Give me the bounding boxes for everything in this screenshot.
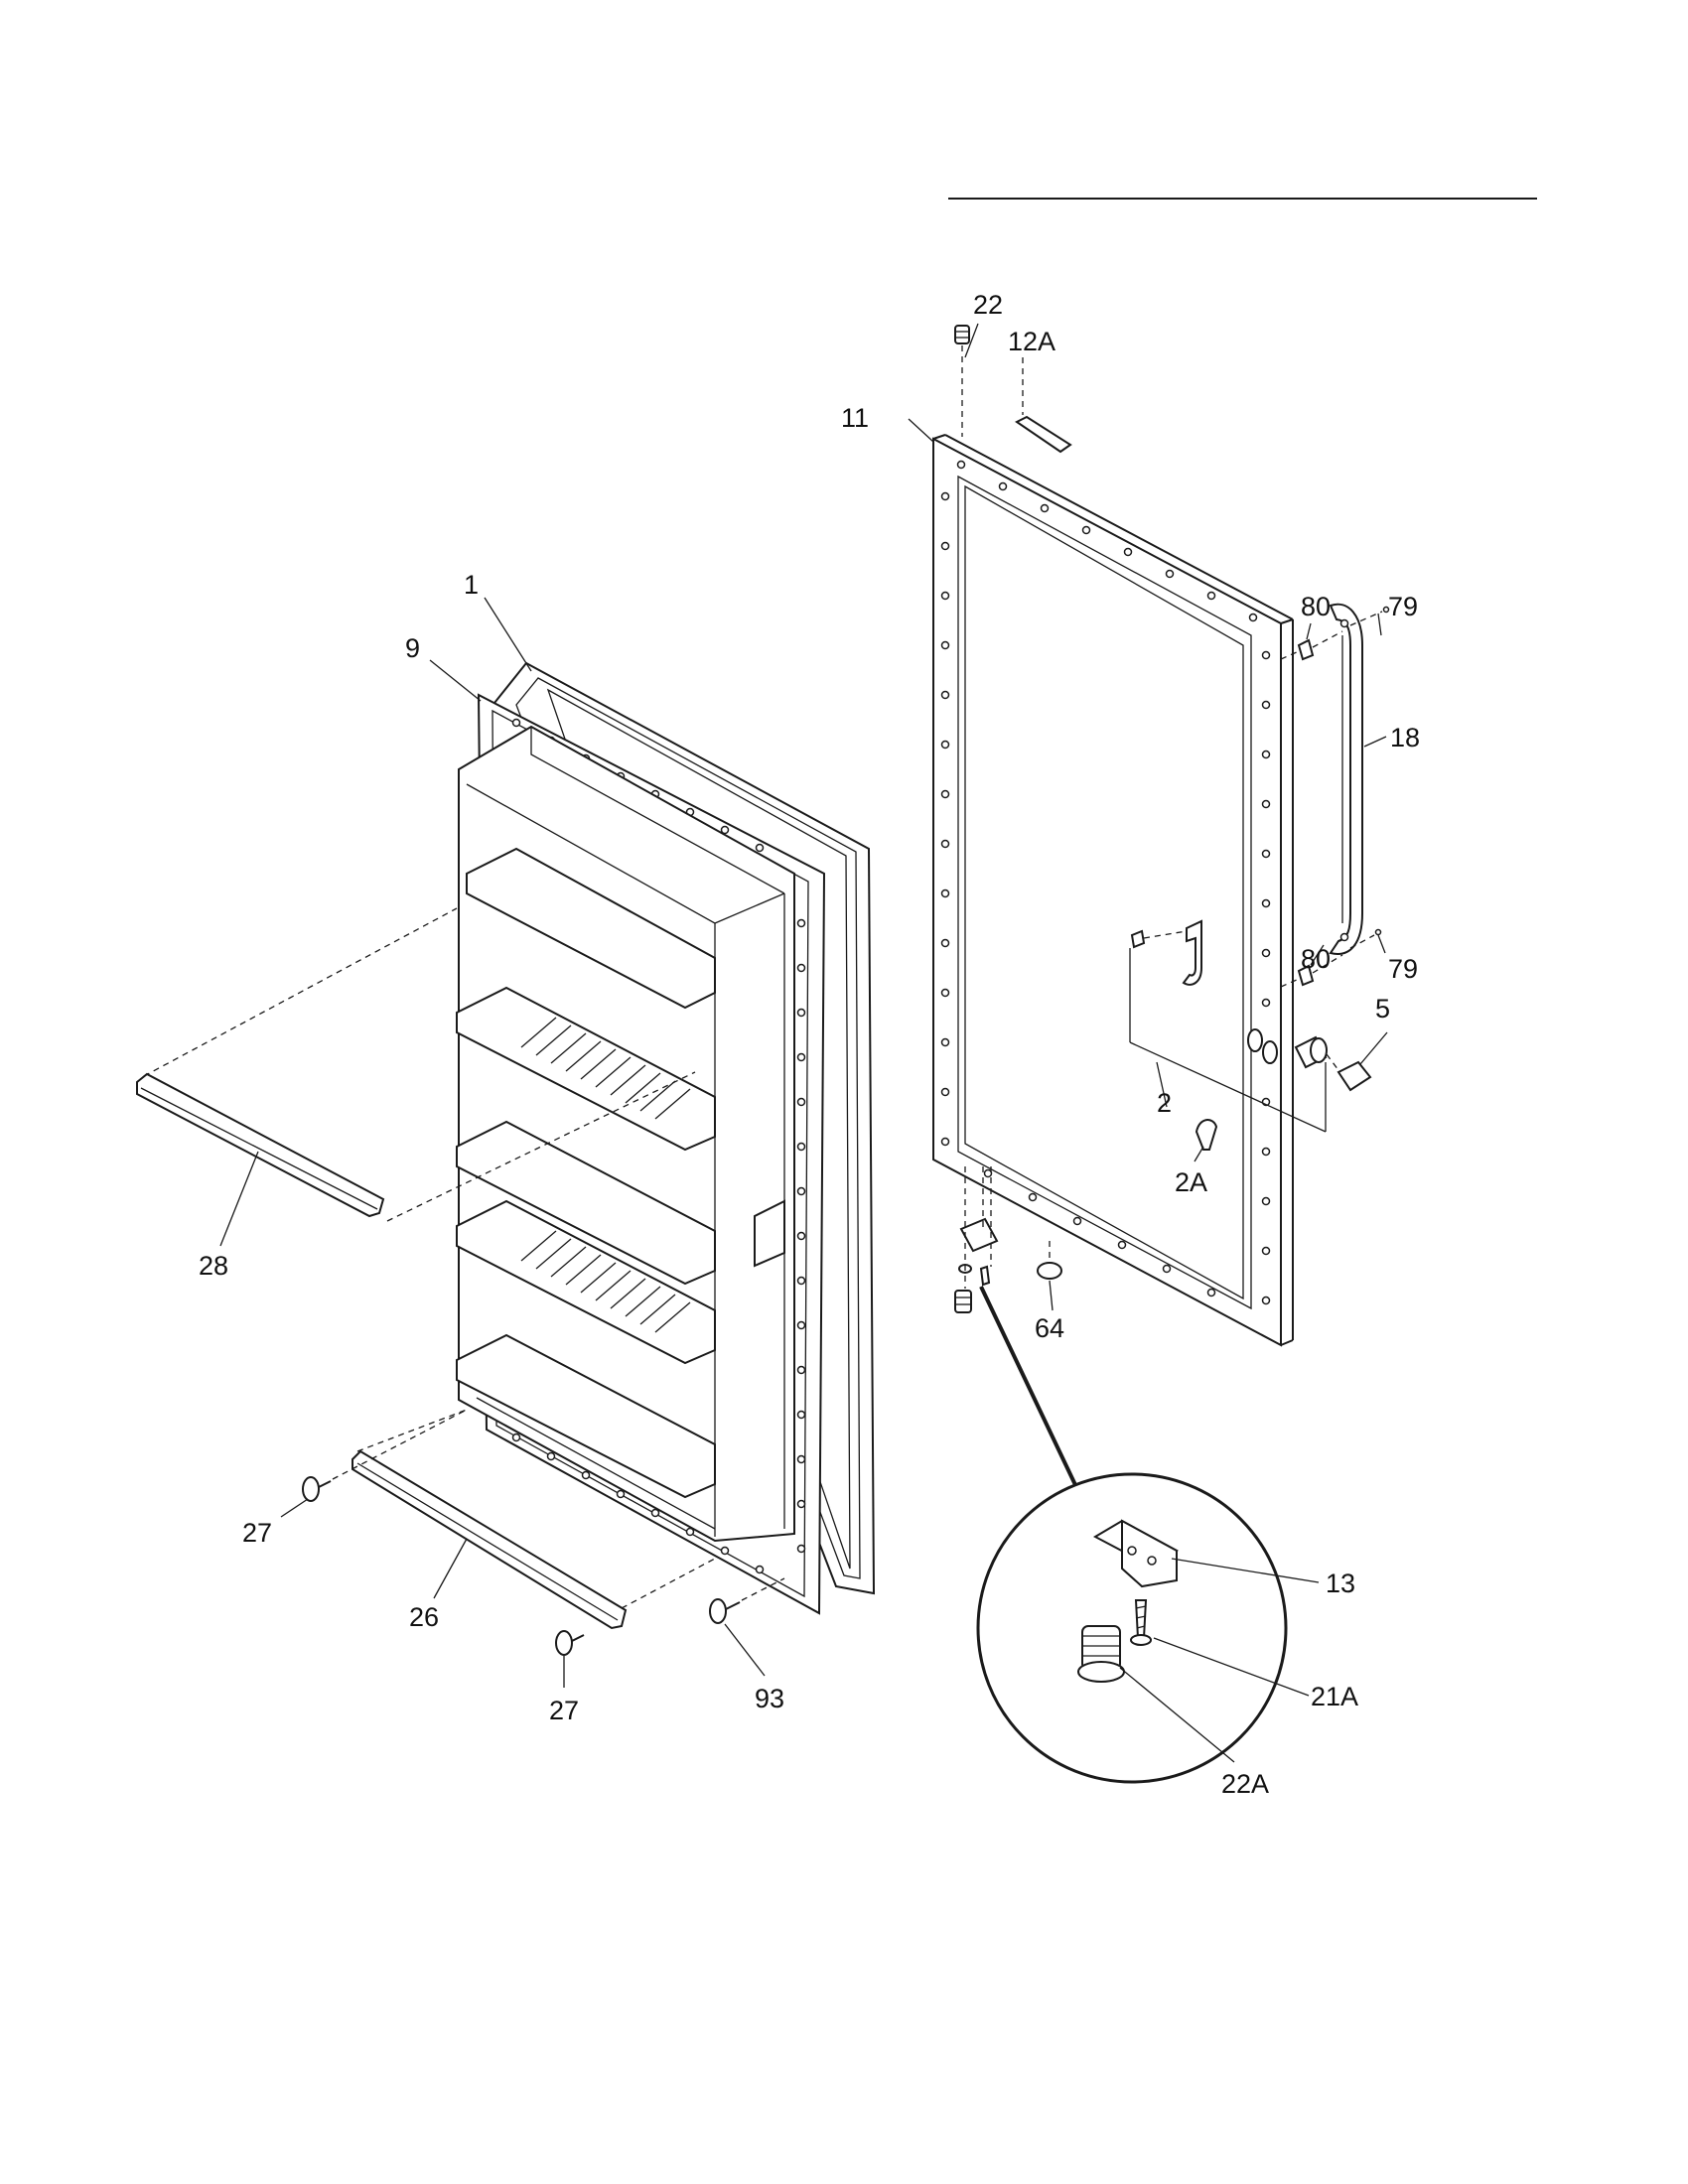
screw-80a (1280, 630, 1343, 661)
door-shelves (456, 847, 716, 1499)
callout-22A: 22A (1221, 1769, 1269, 1799)
hinge-detail-view (976, 1472, 1288, 1784)
lock-cylinder-5 (1294, 1035, 1372, 1092)
callout-26: 26 (409, 1602, 439, 1632)
callout-2: 2 (1157, 1088, 1172, 1118)
callout-79-bottom: 79 (1388, 954, 1418, 984)
leader-lines (219, 323, 1388, 1763)
callout-27-left: 27 (242, 1518, 272, 1548)
nut-79a (1349, 606, 1390, 626)
detail-connector (979, 1286, 1079, 1490)
door-perimeter-holes (940, 460, 1271, 1305)
shelf-bar-28 (136, 907, 696, 1222)
callout-2A: 2A (1175, 1167, 1207, 1197)
plug-22 (954, 325, 970, 437)
callout-labels: 1 9 28 27 26 27 93 22 12A 11 80 79 18 80… (199, 290, 1420, 1799)
clip-2A (1195, 1119, 1218, 1151)
callout-18: 18 (1390, 723, 1420, 752)
fastener-27b (555, 1630, 585, 1656)
callout-27-bottom: 27 (549, 1696, 579, 1725)
callout-21A: 21A (1311, 1682, 1358, 1711)
outer-door-panel (932, 434, 1294, 1347)
handle-18 (1329, 603, 1363, 955)
label-plate-12A (1015, 357, 1072, 454)
nut-79b (1349, 928, 1382, 949)
callout-79-top: 79 (1388, 592, 1418, 621)
callout-93: 93 (755, 1684, 784, 1713)
screw-80b (1280, 954, 1343, 988)
latch-2 (1129, 919, 1327, 1133)
bottom-hinge-parts (954, 1166, 1062, 1313)
callout-9: 9 (405, 633, 420, 663)
callout-64: 64 (1035, 1313, 1064, 1343)
fastener-93 (709, 1577, 785, 1624)
callout-13: 13 (1326, 1569, 1355, 1598)
fastener-27a (302, 1409, 468, 1502)
door-liner-assembly (456, 661, 876, 1615)
callout-80-top: 80 (1301, 592, 1331, 621)
callout-12A: 12A (1008, 327, 1055, 356)
callout-1: 1 (464, 570, 479, 600)
callout-28: 28 (199, 1251, 228, 1281)
callout-22: 22 (973, 290, 1003, 320)
callout-5: 5 (1375, 994, 1390, 1024)
callout-80-bottom: 80 (1301, 944, 1331, 974)
callout-11: 11 (841, 403, 869, 433)
